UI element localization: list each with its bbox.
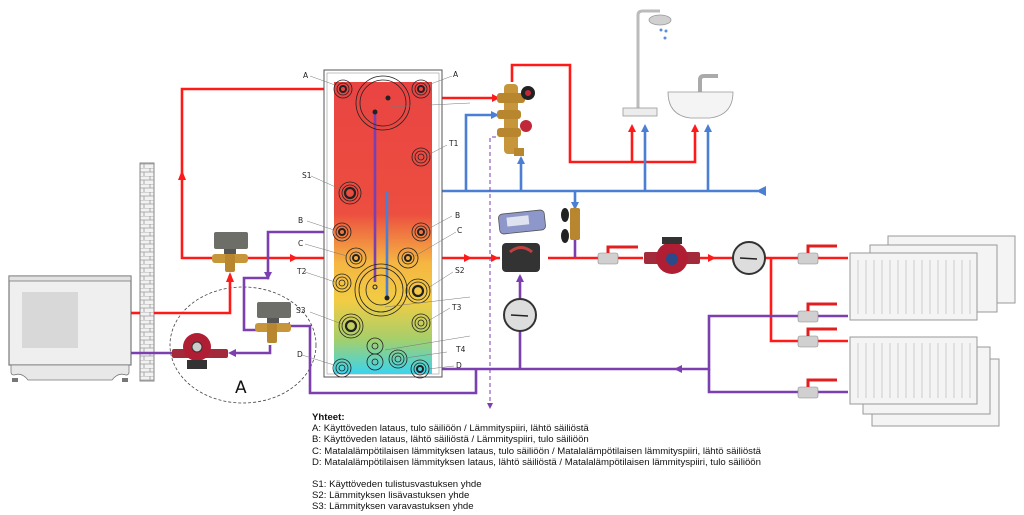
legend-connection-c: C: Matalalämpötilaisen lämmityksen latau… [312, 445, 761, 457]
legend-title: Yhteet: [312, 412, 345, 423]
sensor-line-arrow [487, 403, 493, 409]
port-t2 [332, 273, 352, 293]
svg-text:S1: S1 [302, 171, 312, 180]
port-a-right [411, 79, 431, 99]
svg-text:T2: T2 [296, 267, 307, 276]
svg-text:B: B [298, 216, 303, 225]
shower [622, 9, 672, 117]
area-a-boundary [169, 286, 317, 404]
sensor-line [489, 136, 496, 405]
port-s2 [405, 278, 431, 304]
port-t4 [388, 349, 408, 369]
svg-text:S2: S2 [455, 266, 465, 275]
controller [498, 209, 546, 235]
radiators-lower [849, 336, 1000, 427]
tank-ports [332, 75, 431, 379]
ball-valve-rad1-return [797, 302, 837, 323]
radiator-valves [797, 244, 837, 399]
thermometer-return [503, 298, 537, 332]
port-c-right [397, 247, 419, 269]
svg-text:C: C [298, 239, 303, 248]
washbasin [667, 74, 734, 119]
heat-pump-outdoor-unit [8, 275, 132, 382]
svg-text:S3: S3 [296, 306, 306, 315]
svg-text:A: A [453, 70, 459, 79]
legend-connection-d: D: Matalalämpötilaisen lämmityksen latau… [312, 456, 761, 468]
connections-legend: Yhteet: A: Käyttöveden lataus, tulo säil… [312, 412, 761, 513]
thermostatic-mixing-valve [497, 84, 535, 156]
port-s3 [338, 313, 364, 339]
three-way-valve-lower [255, 302, 291, 343]
tank-port-labels: A A T1 S1 B B C C T2 S2 S3 T3 T4 D D [296, 70, 466, 370]
svg-text:T3: T3 [451, 303, 462, 312]
legend-connection-b: B: Käyttöveden lataus, lähtö säiliöstä /… [312, 434, 589, 446]
svg-text:D: D [297, 350, 303, 359]
safety-valve [561, 208, 580, 243]
port-d-left [332, 358, 352, 378]
port-b-left [332, 222, 352, 242]
legend-connection-a: A: Käyttöveden lataus, tulo säiliöön / L… [312, 423, 589, 435]
port-a-left [333, 79, 353, 99]
hot-flow-arrows [178, 85, 716, 282]
legend-resistor-s1: S1: Käyttöveden tulistusvastuksen yhde [312, 479, 482, 491]
legend-resistor-s2: S2: Lämmityksen lisävastuksen yhde [312, 490, 470, 502]
legend-spacer [312, 468, 761, 479]
return-flow-arrows [228, 116, 682, 373]
ball-valve-rad2-supply [797, 327, 837, 348]
ball-valve-rad2-return [797, 378, 837, 399]
port-t1 [411, 147, 431, 167]
svg-text:T1: T1 [448, 139, 459, 148]
radiators-upper [849, 235, 1016, 321]
port-small-2 [366, 353, 384, 371]
svg-text:D: D [456, 361, 462, 370]
port-center-large [354, 263, 408, 317]
port-t3 [411, 313, 431, 333]
port-b-right [411, 222, 431, 242]
svg-text:B: B [455, 211, 460, 220]
port-c-left [345, 247, 367, 269]
three-way-valve-upper [212, 232, 248, 272]
port-s1 [338, 181, 362, 205]
port-leader-lines [301, 75, 471, 370]
svg-text:A: A [303, 71, 309, 80]
brick-wall [139, 162, 155, 382]
area-a-label: A [235, 378, 247, 398]
svg-text:T4: T4 [455, 345, 466, 354]
thermometer-supply [732, 241, 766, 275]
mixing-actuator [502, 243, 540, 272]
port-top-large [355, 75, 411, 131]
legend-resistor-s3: S3: Lämmityksen varavastuksen yhde [312, 501, 474, 513]
ball-valve-main [597, 245, 638, 265]
svg-text:C: C [457, 226, 462, 235]
ball-valve-rad1-supply [797, 244, 837, 265]
circulation-pump-main [644, 237, 700, 274]
circulation-pump-a [172, 333, 228, 369]
